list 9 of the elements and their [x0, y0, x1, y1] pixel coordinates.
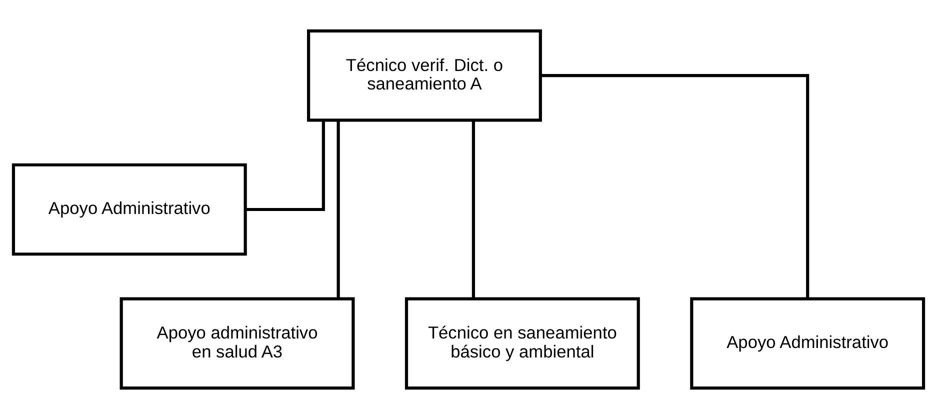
connector: [246, 120, 325, 212]
node-box: Apoyo Administrativo: [12, 163, 247, 256]
connector: [540, 74, 810, 299]
connector: [336, 120, 340, 298]
node-box: Apoyo Administrativo: [690, 297, 926, 390]
node-box: Técnico en saneamiento básico y ambiental: [404, 297, 640, 390]
node-box: Apoyo administrativo en salud A3: [120, 297, 355, 390]
node-box: Técnico verif. Dict. o saneamiento A: [307, 29, 542, 122]
connector: [472, 120, 475, 298]
